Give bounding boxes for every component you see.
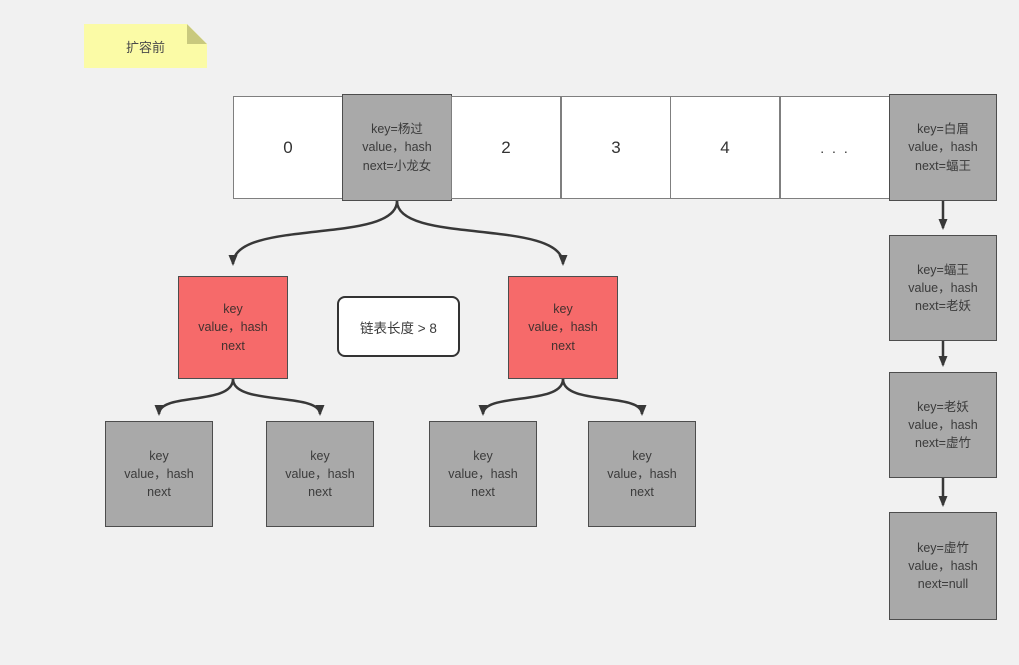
sticky-note: 扩容前 bbox=[84, 24, 207, 68]
arrow-bucket-to-red-left bbox=[228, 200, 399, 266]
arrow-red1-to-leaf1 bbox=[154, 378, 235, 416]
red-tree-node-left: key value，hash next bbox=[178, 276, 288, 379]
chain-node-3: key=虚竹 value，hash next=null bbox=[889, 512, 997, 620]
array-cell-ellipsis: . . . bbox=[780, 96, 890, 199]
chain-node-2: key=老妖 value，hash next=虚竹 bbox=[889, 372, 997, 478]
leaf-node-4: key value，hash next bbox=[588, 421, 696, 527]
arrow-red1-to-leaf2 bbox=[231, 378, 325, 416]
array-cell-0: 0 bbox=[233, 96, 343, 199]
arrow-red2-to-leaf4 bbox=[561, 378, 647, 416]
array-cell-2: 2 bbox=[451, 96, 561, 199]
leaf-node-1: key value，hash next bbox=[105, 421, 213, 527]
array-cell-1-bucket: key=杨过 value，hash next=小龙女 bbox=[342, 94, 452, 201]
array-cell-last-bucket: key=白眉 value，hash next=蝠王 bbox=[889, 94, 997, 201]
arrow-bucket-to-red-right bbox=[395, 200, 568, 266]
arrow-red2-to-leaf3 bbox=[478, 378, 565, 416]
leaf-node-3: key value，hash next bbox=[429, 421, 537, 527]
leaf-node-2: key value，hash next bbox=[266, 421, 374, 527]
array-cell-3: 3 bbox=[561, 96, 671, 199]
red-tree-node-right: key value，hash next bbox=[508, 276, 618, 379]
chain-node-1: key=蝠王 value，hash next=老妖 bbox=[889, 235, 997, 341]
note-fold-corner bbox=[187, 24, 207, 44]
array-cell-4: 4 bbox=[670, 96, 780, 199]
condition-label: 链表长度 > 8 bbox=[337, 296, 460, 357]
note-label: 扩容前 bbox=[125, 39, 165, 55]
